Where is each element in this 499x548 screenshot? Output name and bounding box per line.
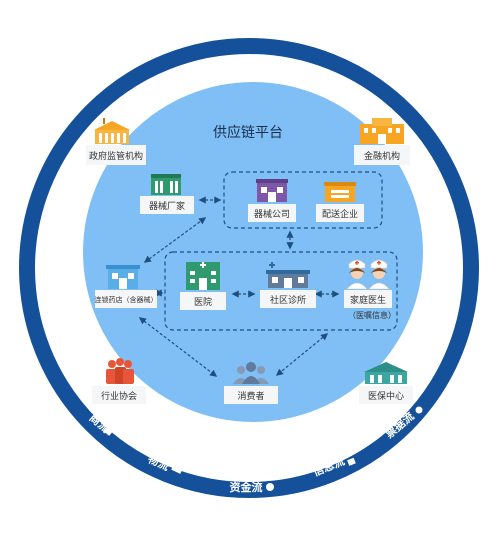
svg-text:连锁药店（含器械）: 连锁药店（含器械） — [95, 295, 158, 304]
node-consumer: 消费者 — [224, 362, 278, 404]
store-icon — [256, 179, 288, 202]
svg-text:器械厂家: 器械厂家 — [149, 200, 185, 212]
association-people-icon — [106, 358, 134, 384]
svg-text:配送企业: 配送企业 — [322, 208, 358, 220]
node-hospital: 医院 — [180, 262, 226, 310]
node-device-maker: 器械厂家 — [140, 174, 194, 214]
platform-title: 供应链平台 — [213, 124, 283, 141]
node-family-doctor: 家庭医生 — [344, 259, 392, 308]
insurance-center-icon — [364, 362, 408, 384]
svg-text:政府监管机构: 政府监管机构 — [89, 150, 143, 162]
svg-text:医保中心: 医保中心 — [368, 390, 404, 402]
node-device-company: 器械公司 — [248, 179, 296, 222]
node-association: 行业协会 — [92, 358, 146, 404]
doctor-nurses-icon — [346, 259, 390, 290]
svg-text:金融机构: 金融机构 — [364, 150, 400, 162]
group-suppliers — [223, 171, 383, 229]
arrow-pharmacy-consumer — [138, 317, 218, 377]
clinic-icon — [266, 262, 310, 288]
outer-ring — [19, 38, 479, 498]
hospital-icon — [186, 262, 220, 290]
arrow-pharmacy-maker — [143, 217, 207, 263]
svg-text:消费者: 消费者 — [237, 390, 264, 402]
node-insurance: 医保中心 — [359, 362, 413, 404]
group-care — [164, 251, 398, 331]
svg-text:社区诊所: 社区诊所 — [270, 294, 306, 306]
pharmacy-icon — [106, 265, 140, 289]
briefcase-icon — [103, 426, 113, 436]
invoice-icon — [415, 406, 423, 414]
consumers-icon — [233, 362, 269, 384]
factory-icon — [151, 174, 181, 195]
bank-building-icon — [360, 118, 404, 144]
node-clinic: 社区诊所 — [260, 262, 316, 308]
government-building-icon — [94, 118, 130, 144]
prescription-label: （医嘱信息） — [348, 310, 396, 320]
svg-text:行业协会: 行业协会 — [101, 390, 137, 402]
node-distribution: 配送企业 — [316, 182, 364, 222]
svg-text:家庭医生: 家庭医生 — [350, 294, 386, 306]
svg-text:器械公司: 器械公司 — [254, 208, 290, 220]
node-finance: 金融机构 — [354, 118, 410, 165]
node-gov: 政府监管机构 — [86, 118, 146, 165]
money-bag-icon — [266, 483, 274, 491]
truck-icon — [171, 464, 183, 474]
flow-capital: 资金流 — [230, 480, 274, 494]
svg-text:资金流: 资金流 — [230, 480, 263, 494]
arrow-care-consumer — [275, 333, 329, 376]
svg-text:医院: 医院 — [194, 296, 212, 308]
warehouse-icon — [324, 182, 356, 202]
chart-icon — [347, 457, 356, 466]
node-pharmacy: 连锁药店（含器械） — [95, 265, 158, 308]
